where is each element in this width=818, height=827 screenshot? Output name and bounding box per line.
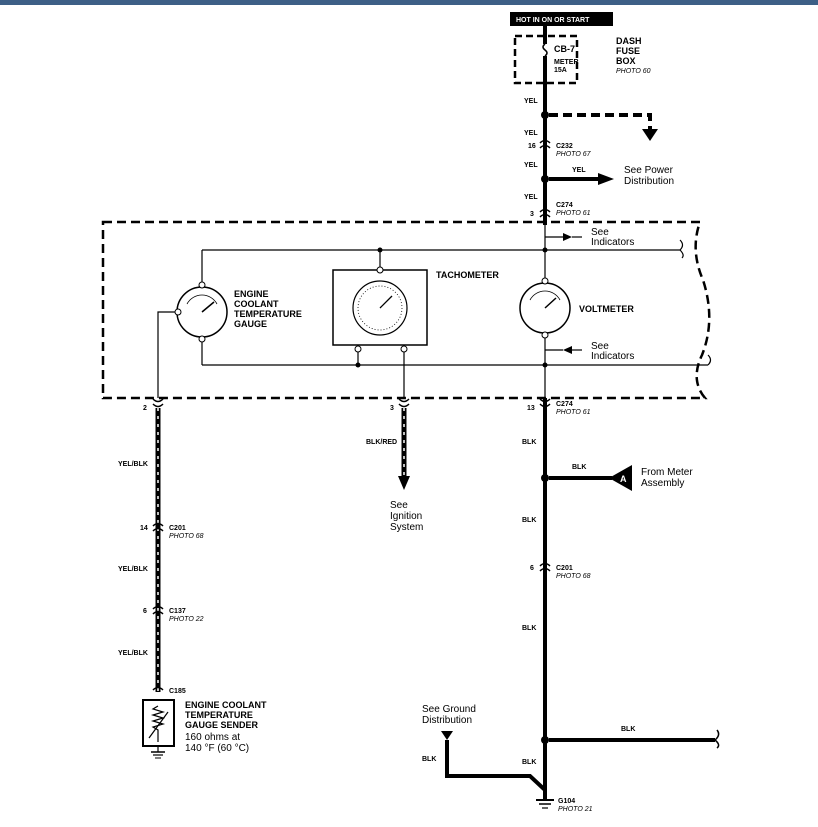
c274-pin-left: 2: [143, 405, 147, 412]
wire-yel-branch: YEL: [572, 167, 586, 174]
wire-yel-blk-3: YEL/BLK: [118, 650, 148, 657]
from-meter-assembly: A BLK From Meter Assembly: [541, 464, 693, 491]
c137-photo: PHOTO 22: [169, 616, 204, 623]
voltmeter: VOLTMETER: [519, 277, 634, 339]
connector-c274-bottom: [152, 398, 551, 408]
from-meter-ref-2: Assembly: [641, 478, 684, 489]
connector-c137: 6 C137 PHOTO 22: [143, 605, 204, 623]
sender-spec-2: 140 °F (60 °C): [185, 743, 249, 754]
c201-right-pin: 6: [530, 565, 534, 572]
connector-c274-top: 3 C274 PHOTO 61: [530, 202, 591, 218]
fuse-box-name-1: DASH: [616, 36, 642, 46]
from-meter-ref-1: From Meter: [641, 467, 693, 478]
power-header: HOT IN ON OR START: [510, 12, 613, 26]
c232-pin: 16: [528, 143, 536, 150]
ground-g104: G104 PHOTO 21: [536, 798, 593, 813]
indicators-bottom-1: See: [591, 341, 609, 352]
power-distribution-branch: [541, 111, 658, 141]
ground-distribution-branch: BLK See Ground Distribution: [422, 704, 547, 792]
connector-c232: 16 C232 PHOTO 67: [528, 139, 592, 158]
fuse-box-name-2: FUSE: [616, 46, 640, 56]
coolant-gauge-label-3: TEMPERATURE: [234, 309, 302, 319]
wire-blk-ground-left: BLK: [422, 756, 436, 763]
wire-yel-1: YEL: [524, 98, 538, 105]
wire-yel-4: YEL: [524, 194, 538, 201]
c137-name: C137: [169, 608, 186, 615]
c137-pin: 6: [143, 608, 147, 615]
ignition-ref-2: Ignition: [390, 511, 422, 522]
fuse-box-photo: PHOTO 60: [616, 68, 651, 75]
c274-pin-mid: 3: [390, 405, 394, 412]
from-meter-marker: A: [620, 474, 627, 484]
g104-name: G104: [558, 798, 575, 805]
ignition-wire: [398, 408, 410, 490]
wire-yel-3: YEL: [524, 162, 538, 169]
wire-yel-2: YEL: [524, 130, 538, 137]
c201-left-pin: 14: [140, 525, 148, 532]
fuse-amp: 15A: [554, 67, 567, 74]
coolant-temperature-gauge: ENGINE COOLANT TEMPERATURE GAUGE: [174, 281, 302, 343]
c274-pin-right: 13: [527, 405, 535, 412]
window-top-bar: [0, 0, 818, 5]
c232-photo: PHOTO 67: [556, 151, 592, 158]
ignition-ref-3: System: [390, 522, 423, 533]
g104-photo: PHOTO 21: [558, 806, 593, 813]
fuse-id: CB-7: [554, 44, 575, 54]
connector-c201-left: 14 C201 PHOTO 68: [140, 522, 204, 540]
wire-blk-from-meter: BLK: [572, 464, 586, 471]
power-distribution-ref-2: Distribution: [624, 176, 674, 187]
c274-top-name: C274: [556, 202, 573, 209]
power-distribution-ref-1: See Power: [624, 165, 674, 176]
coolant-temperature-sender: ENGINE COOLANT TEMPERATURE GAUGE SENDER …: [142, 699, 267, 759]
ground-dist-ref-2: Distribution: [422, 715, 472, 726]
coolant-gauge-label-2: COOLANT: [234, 299, 279, 309]
c201-right-photo: PHOTO 68: [556, 573, 591, 580]
c274-bottom-name: C274: [556, 401, 573, 408]
sender-label-3: GAUGE SENDER: [185, 720, 259, 730]
c274-top-pin: 3: [530, 211, 534, 218]
ignition-ref-1: See: [390, 500, 408, 511]
c201-left-photo: PHOTO 68: [169, 533, 204, 540]
power-label: HOT IN ON OR START: [516, 17, 590, 24]
fuse-meter: METER: [554, 59, 579, 66]
indicators-ref-bottom: See Indicators: [563, 341, 634, 362]
wire-blk-3: BLK: [522, 625, 536, 632]
sender-label-1: ENGINE COOLANT: [185, 700, 267, 710]
circuit-breaker-symbol: [542, 43, 548, 57]
wire-blk-right: BLK: [621, 726, 635, 733]
wire-blk-1: BLK: [522, 439, 536, 446]
c185-name: C185: [169, 688, 186, 695]
indicators-ref-top: See Indicators: [563, 227, 634, 248]
c201-left-name: C201: [169, 525, 186, 532]
indicators-bottom-2: Indicators: [591, 351, 634, 362]
wire-yel-blk-1: YEL/BLK: [118, 461, 148, 468]
tachometer: TACHOMETER: [332, 266, 499, 353]
indicators-top-1: See: [591, 227, 609, 238]
connector-c201-right: 6 C201 PHOTO 68: [530, 562, 591, 580]
sender-spec-1: 160 ohms at: [185, 732, 240, 743]
wire-blk-2: BLK: [522, 517, 536, 524]
wire-yel-blk-2: YEL/BLK: [118, 566, 148, 573]
coolant-gauge-label-1: ENGINE: [234, 289, 269, 299]
c201-right-name: C201: [556, 565, 573, 572]
indicators-top-2: Indicators: [591, 237, 634, 248]
voltmeter-label: VOLTMETER: [579, 304, 634, 314]
c232-name: C232: [556, 143, 573, 150]
yel-power-branch: YEL See Power Distribution: [541, 165, 674, 187]
wire-blk-4: BLK: [522, 759, 536, 766]
connector-c185: C185: [152, 686, 186, 695]
fuse-box-name-3: BOX: [616, 56, 636, 66]
ground-dist-ref-1: See Ground: [422, 704, 476, 715]
instrument-cluster-outline: [101, 220, 711, 400]
fuse-box: CB-7 METER 15A DASH FUSE BOX PHOTO 60: [513, 26, 651, 85]
sender-label-2: TEMPERATURE: [185, 710, 253, 720]
c274-top-photo: PHOTO 61: [556, 210, 591, 217]
coolant-gauge-label-4: GAUGE: [234, 319, 267, 329]
c274-bottom-photo: PHOTO 61: [556, 409, 591, 416]
tachometer-label: TACHOMETER: [436, 270, 499, 280]
wire-blk-red: BLK/RED: [366, 439, 397, 446]
blk-right-branch: BLK: [541, 726, 720, 749]
